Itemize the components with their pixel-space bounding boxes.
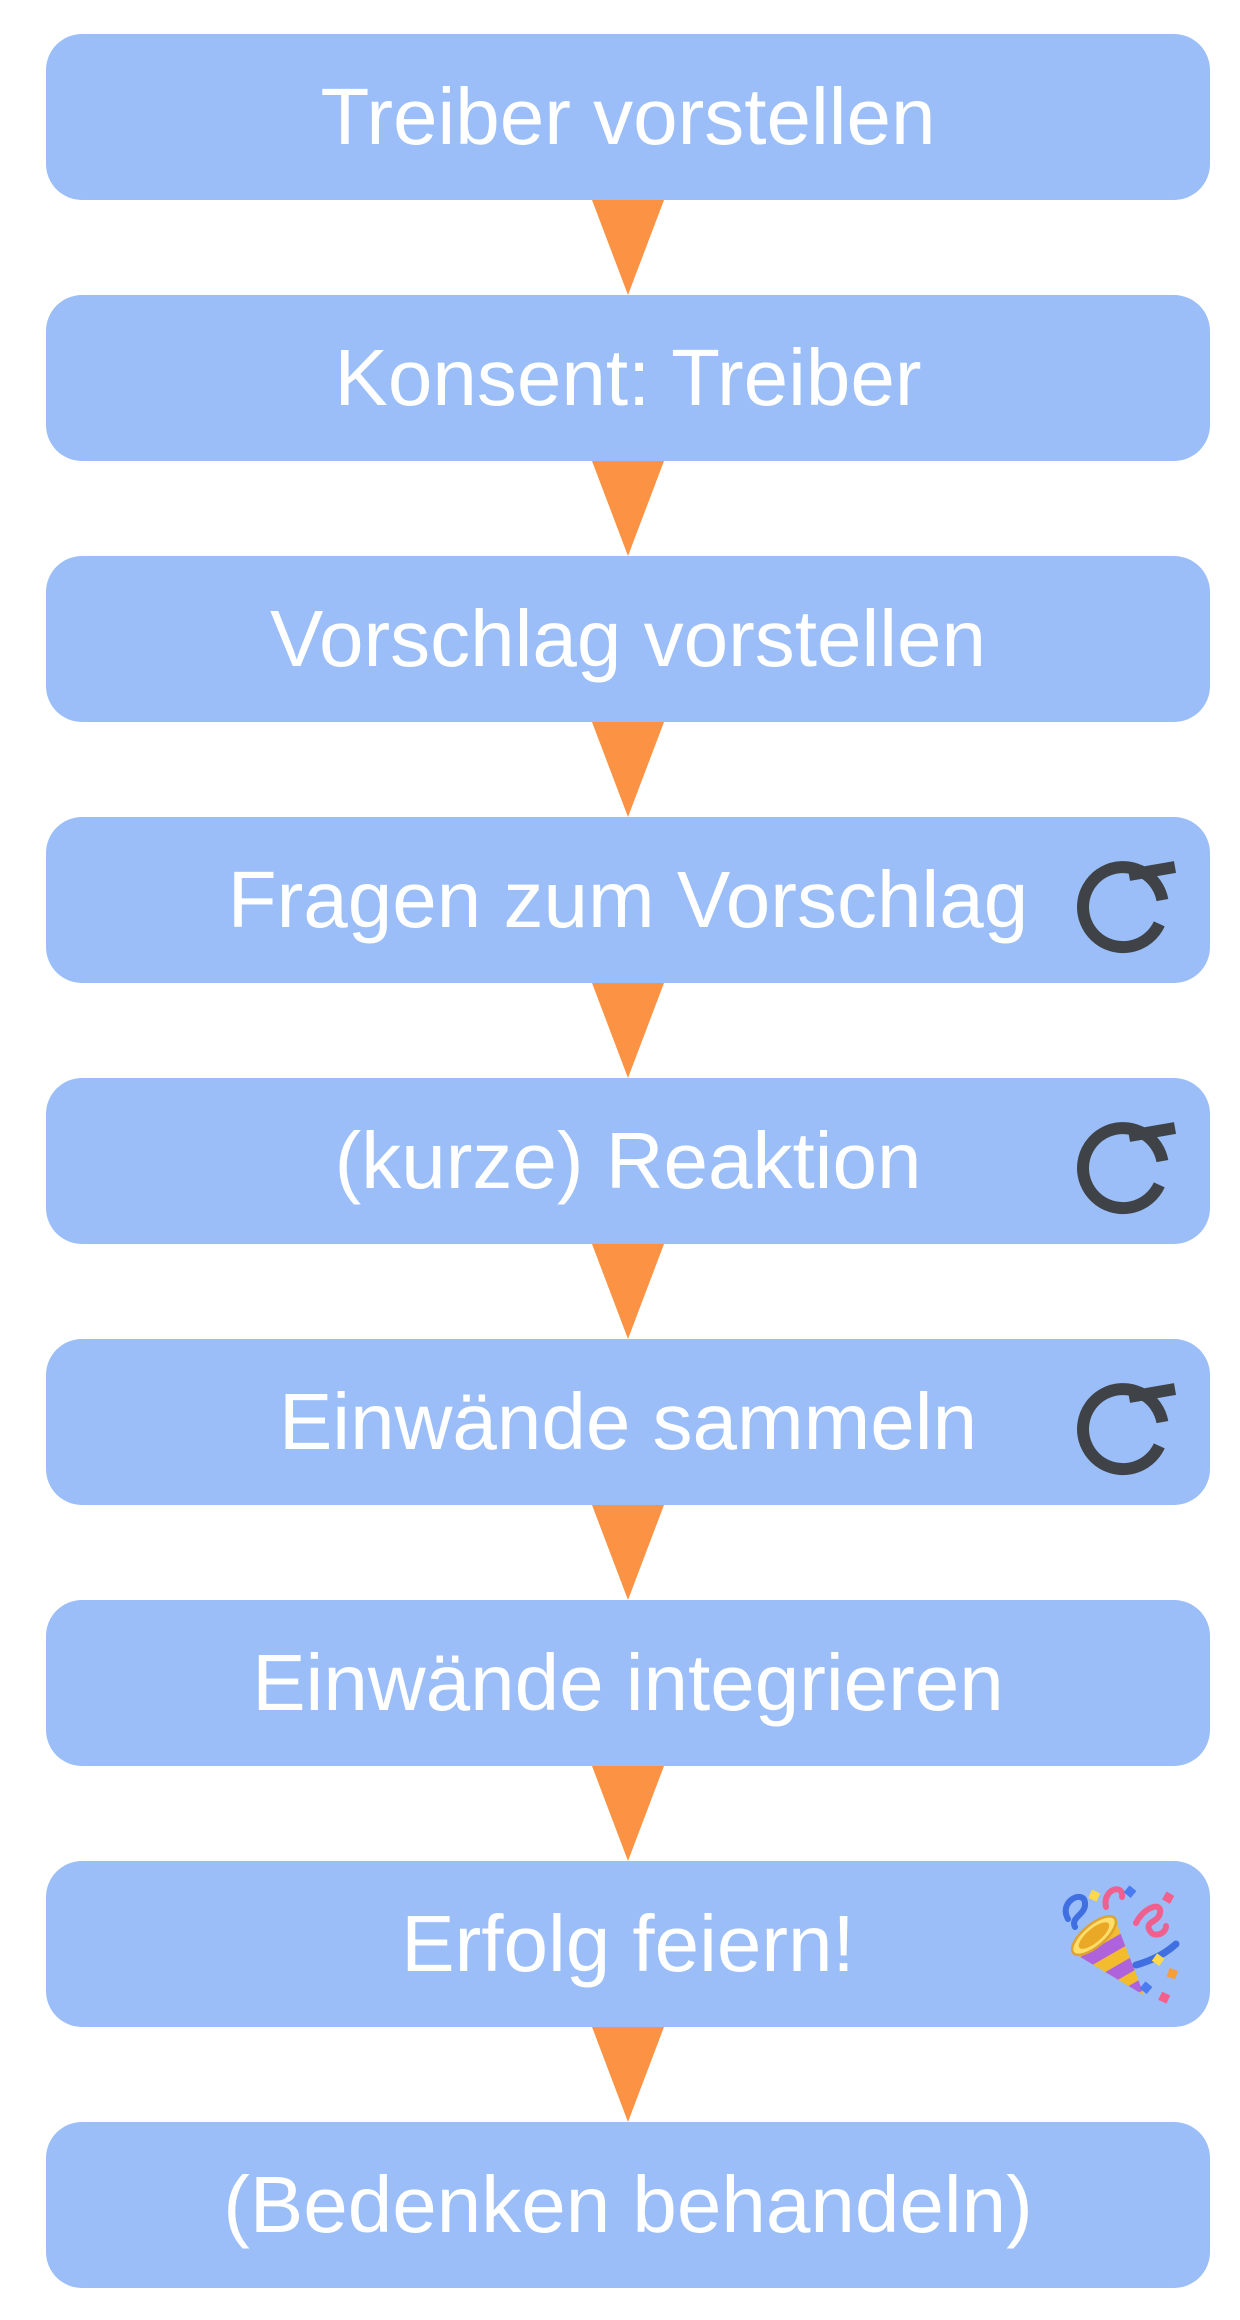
flow-connector <box>46 983 1210 1078</box>
flow-connector <box>46 1505 1210 1600</box>
flow-connector <box>46 2027 1210 2122</box>
down-arrow-icon <box>592 722 664 817</box>
refresh-icon <box>1077 861 1177 954</box>
step-label: Treiber vorstellen <box>320 72 936 161</box>
flow-step: Vorschlag vorstellen <box>46 556 1210 722</box>
flow-step: (kurze) Reaktion <box>46 1078 1210 1244</box>
down-arrow-icon <box>592 2027 664 2122</box>
step-label: Einwände integrieren <box>252 1638 1004 1727</box>
refresh-icon <box>1077 1122 1177 1215</box>
down-arrow-icon <box>592 1505 664 1600</box>
step-label: Erfolg feiern! <box>401 1899 855 1988</box>
step-icon-slot <box>1042 1879 1182 2019</box>
step-label: Einwände sammeln <box>278 1377 978 1466</box>
step-label: (Bedenken behandeln) <box>223 2160 1033 2249</box>
step-label: Konsent: Treiber <box>334 333 922 422</box>
step-icon-slot <box>1076 1377 1182 1477</box>
flow-step: Fragen zum Vorschlag <box>46 817 1210 983</box>
flow-connector <box>46 722 1210 817</box>
down-arrow-icon <box>592 1244 664 1339</box>
flow-connector <box>46 461 1210 556</box>
flow-step: Erfolg feiern! <box>46 1861 1210 2027</box>
down-arrow-icon <box>592 461 664 556</box>
step-label: (kurze) Reaktion <box>334 1116 922 1205</box>
step-icon-slot <box>1076 1116 1182 1216</box>
step-icon-slot <box>1076 855 1182 955</box>
step-label: Vorschlag vorstellen <box>270 594 986 683</box>
down-arrow-icon <box>592 983 664 1078</box>
flow-connector <box>46 1244 1210 1339</box>
refresh-icon <box>1077 1383 1177 1476</box>
flow-connector <box>46 1766 1210 1861</box>
step-label: Fragen zum Vorschlag <box>227 855 1029 944</box>
down-arrow-icon <box>592 1766 664 1861</box>
flow-step: (Bedenken behandeln) <box>46 2122 1210 2288</box>
flow-connector <box>46 200 1210 295</box>
flow-step: Treiber vorstellen <box>46 34 1210 200</box>
down-arrow-icon <box>592 200 664 295</box>
flow-step: Einwände sammeln <box>46 1339 1210 1505</box>
flow-step: Konsent: Treiber <box>46 295 1210 461</box>
party-popper-icon <box>1062 1885 1180 2004</box>
flow-step: Einwände integrieren <box>46 1600 1210 1766</box>
